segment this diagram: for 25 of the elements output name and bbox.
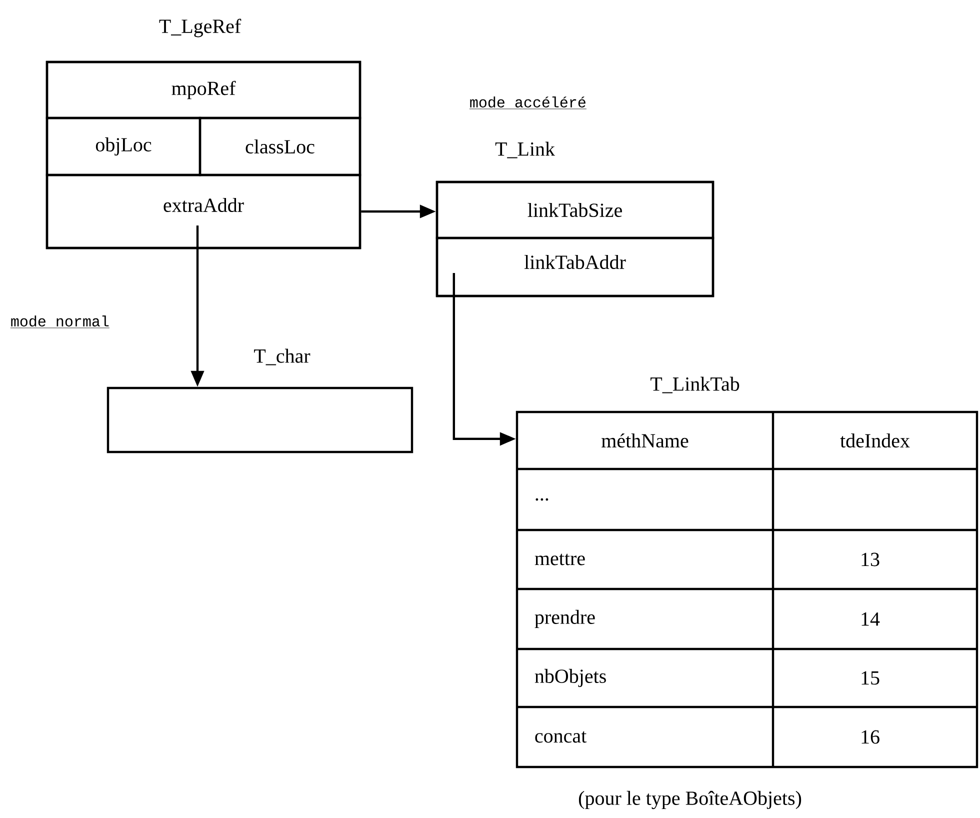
table-caption: (pour le type BoîteAObjets) <box>578 790 802 810</box>
table-cell: ... <box>536 498 548 501</box>
table-cell: tdeIndex <box>840 433 910 448</box>
mode-label: mode normal <box>10 315 110 328</box>
field-cell: linkTabSize <box>436 180 714 240</box>
table-cell: 14 <box>862 612 880 626</box>
table-cell: méthName <box>602 433 688 448</box>
field-cell: linkTabAddr <box>436 236 714 298</box>
table-cell: 16 <box>862 730 880 744</box>
table-cell: prendre <box>534 610 595 628</box>
node-label: T_Link <box>495 142 556 158</box>
node-label: T_LgeRef <box>159 18 242 38</box>
table-cell: nbObjets <box>534 668 606 688</box>
mode-label: mode accéléré <box>469 96 587 110</box>
node-label: T_char <box>254 348 310 366</box>
struct-box: T_char <box>106 348 414 454</box>
field-cell: classLoc <box>198 116 362 176</box>
table-cell: concat <box>535 731 587 743</box>
node-label: T_LinkTab <box>650 376 740 394</box>
table-cell: 15 <box>862 671 880 685</box>
field-cell: mpoRef <box>46 60 362 120</box>
table-cell: 13 <box>862 552 880 566</box>
table-cell: mettre <box>534 554 585 566</box>
field-cell: extraAddr <box>46 174 362 250</box>
field-cell: objLoc <box>46 116 202 176</box>
